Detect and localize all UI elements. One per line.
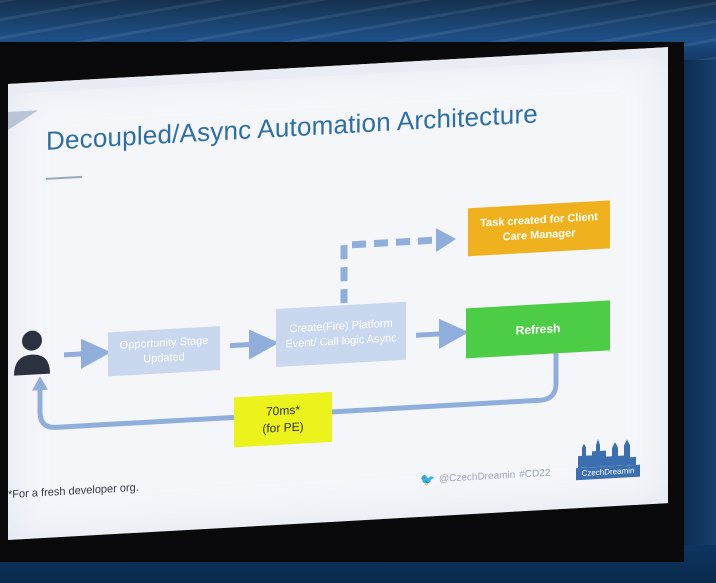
czechdreamin-logo: CzechDreamin — [576, 435, 640, 483]
logo-wordmark: CzechDreamin — [576, 464, 640, 481]
twitter-bird-icon: 🐦 — [420, 472, 435, 487]
arrow-opportunity-to-create — [230, 329, 279, 360]
arrow-create-to-task-dashed — [340, 236, 436, 304]
arrow-head-person — [32, 376, 48, 391]
refresh-box: Refresh — [466, 300, 610, 359]
castle-skyline-icon — [578, 439, 636, 469]
twitter-handle: @CzechDreamin — [438, 469, 516, 485]
arrow-person-to-opportunity — [64, 338, 111, 369]
opportunity-stage-box: Opportunity Stage Updated — [108, 326, 220, 377]
user-icon — [14, 330, 50, 376]
arrow-head-task — [436, 228, 456, 253]
create-platform-event-box: Create(Fire) Platform Event/ Call logic … — [276, 301, 406, 368]
task-created-box: Task created for Client Care Manager — [468, 200, 610, 257]
arrow-create-to-refresh — [416, 318, 469, 349]
event-hashtag: #CD22 — [519, 467, 551, 480]
timing-70ms-box: 70ms* (for PE) — [234, 391, 332, 448]
projection-slide: Decoupled/Async Automation Architecture … — [8, 47, 668, 540]
flow-arrows — [32, 228, 559, 430]
